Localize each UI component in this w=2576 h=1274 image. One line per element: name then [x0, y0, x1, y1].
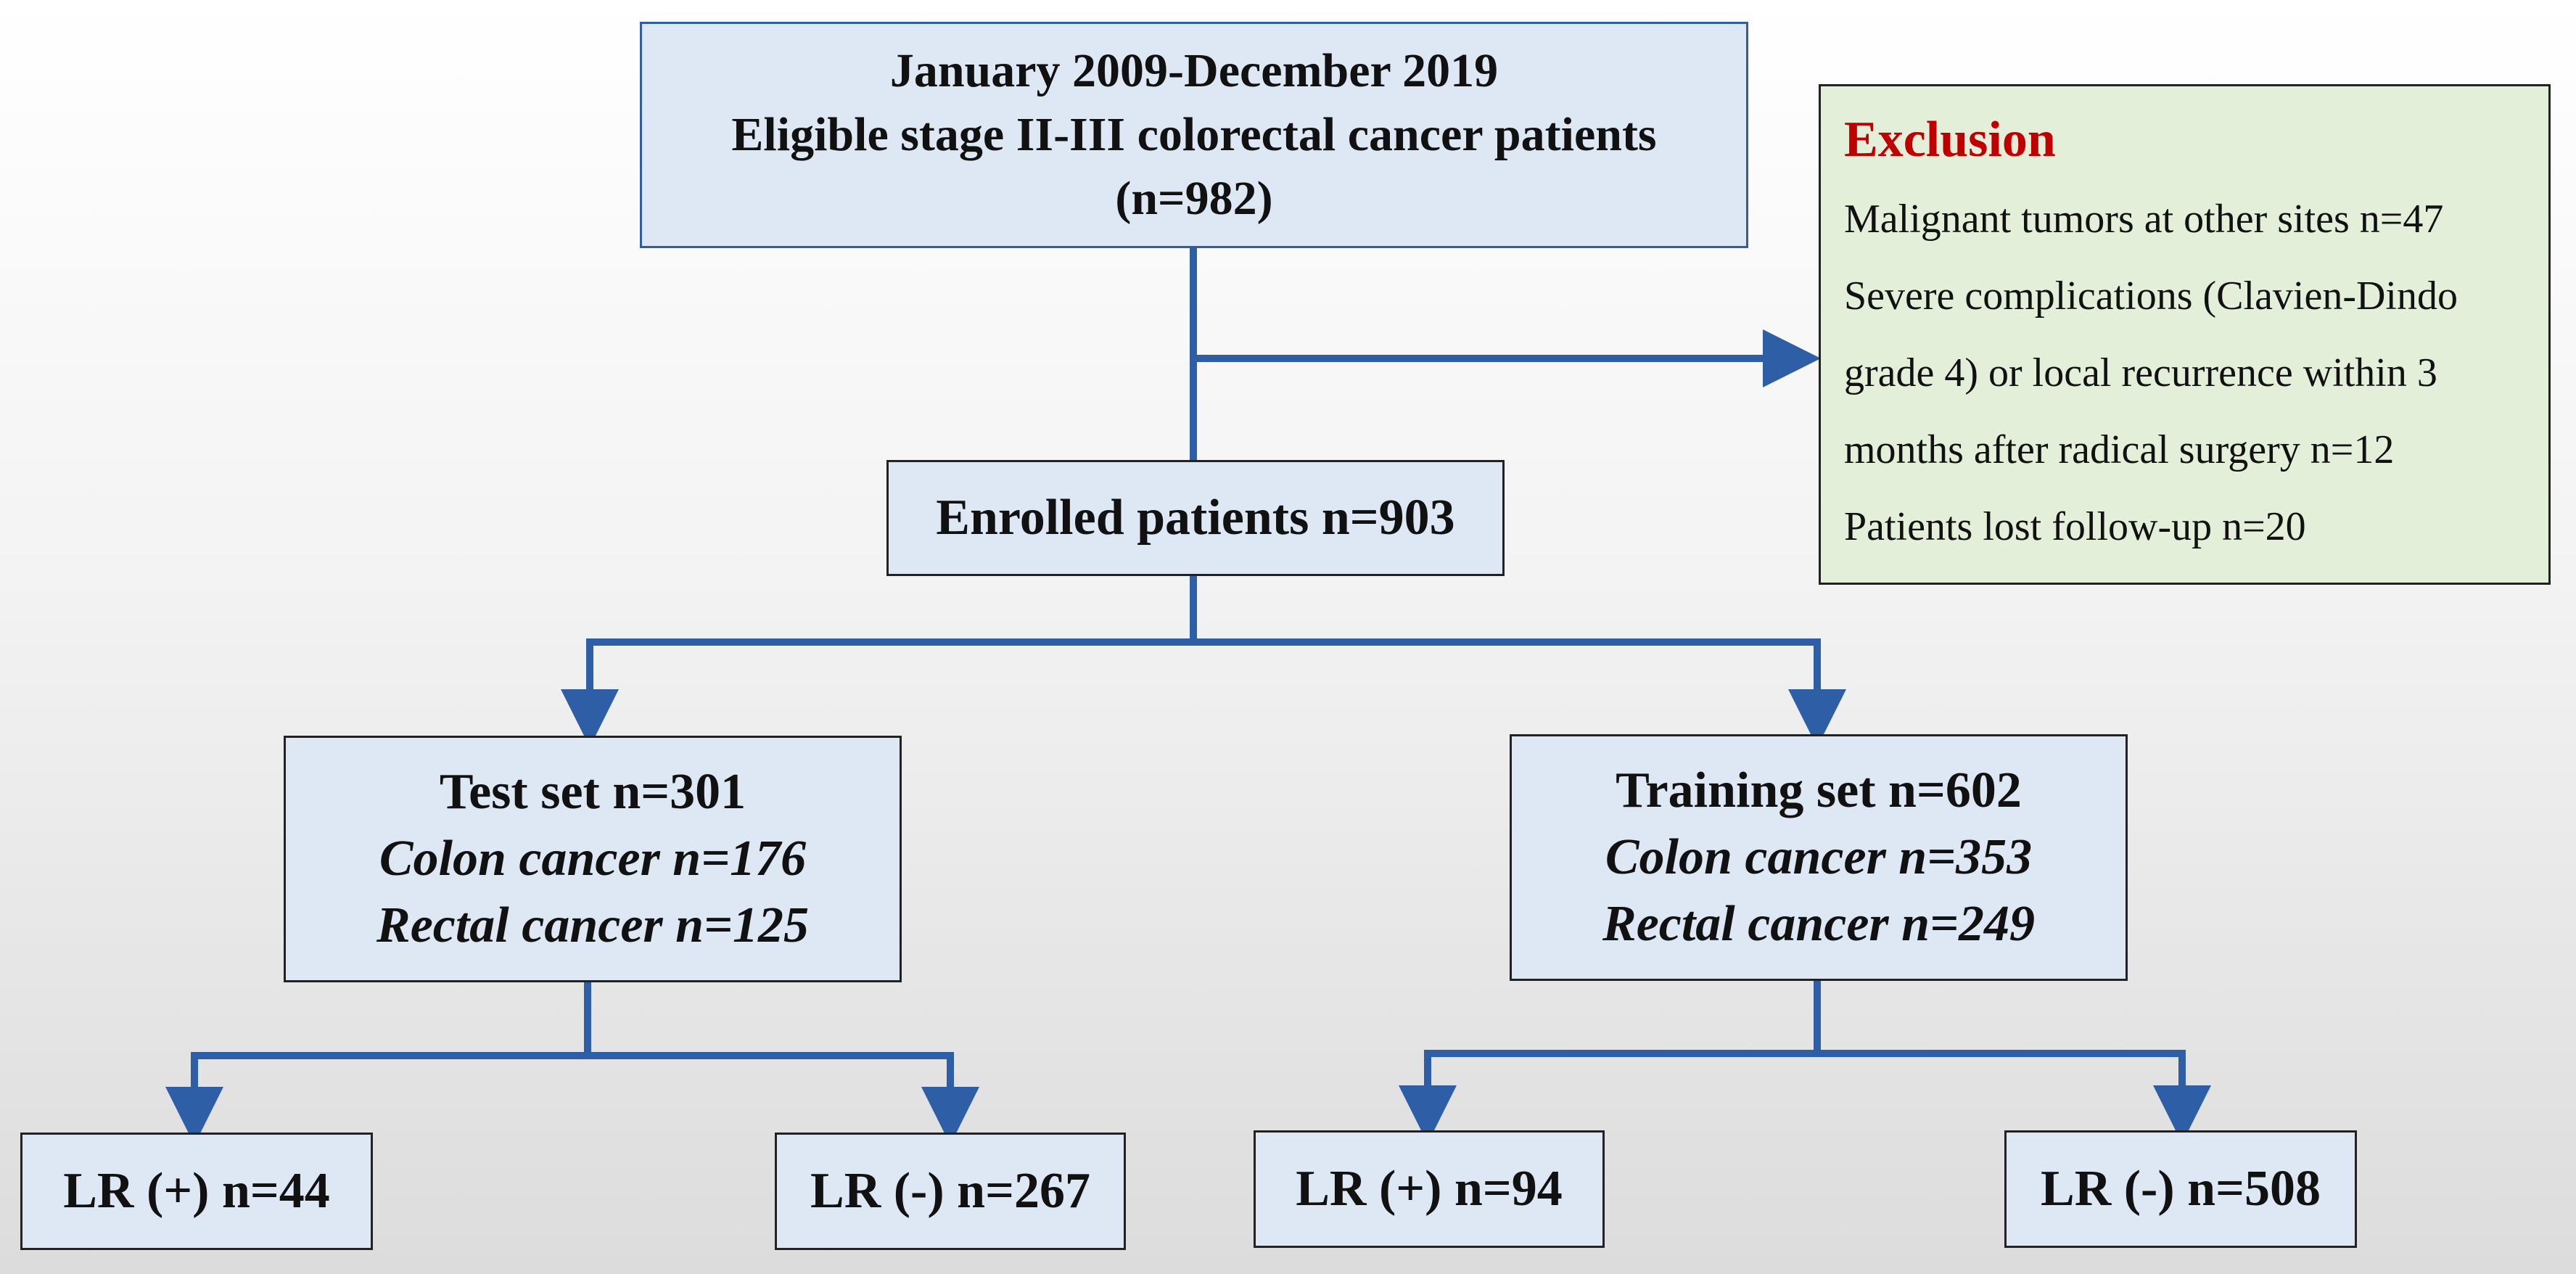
test-set-title: Test set n=301	[439, 764, 746, 820]
exclusion-item: months after radical surgery n=12	[1844, 427, 2395, 472]
test-colon-label: Colon cancer n=176	[379, 831, 807, 887]
eligible-patients-box: January 2009-December 2019 Eligible stag…	[640, 22, 1748, 248]
test-lr-negative-label: LR (-) n=267	[810, 1163, 1090, 1219]
exclusion-title: Exclusion	[1844, 112, 2056, 168]
enrolled-patients-box: Enrolled patients n=903	[886, 460, 1505, 576]
enrolled-patients-label: Enrolled patients n=903	[936, 490, 1455, 546]
test-rectal-label: Rectal cancer n=125	[376, 897, 809, 953]
training-colon-label: Colon cancer n=353	[1605, 829, 2033, 885]
exclusion-box: Exclusion Malignant tumors at other site…	[1819, 84, 2551, 585]
training-lr-positive-label: LR (+) n=94	[1296, 1161, 1563, 1217]
training-set-title: Training set n=602	[1616, 763, 2022, 818]
exclusion-item: Malignant tumors at other sites n=47	[1844, 197, 2444, 242]
test-set-box: Test set n=301 Colon cancer n=176 Rectal…	[284, 736, 902, 982]
training-lr-negative-label: LR (-) n=508	[2041, 1161, 2321, 1217]
training-rectal-label: Rectal cancer n=249	[1602, 896, 2035, 952]
training-lr-positive-box: LR (+) n=94	[1254, 1130, 1605, 1248]
test-lr-positive-box: LR (+) n=44	[20, 1133, 373, 1250]
training-lr-negative-box: LR (-) n=508	[2004, 1130, 2357, 1248]
date-range-label: January 2009-December 2019	[889, 44, 1499, 97]
test-lr-negative-box: LR (-) n=267	[775, 1133, 1126, 1250]
test-lr-positive-label: LR (+) n=44	[63, 1163, 330, 1219]
exclusion-item: Patients lost follow-up n=20	[1844, 504, 2306, 549]
exclusion-item: Severe complications (Clavien-Dindo	[1844, 274, 2458, 318]
eligible-patients-label: Eligible stage II-III colorectal cancer …	[731, 108, 1657, 161]
training-set-box: Training set n=602 Colon cancer n=353 Re…	[1510, 734, 2128, 981]
eligible-count-label: (n=982)	[1115, 172, 1273, 225]
exclusion-item: grade 4) or local recurrence within 3	[1844, 350, 2437, 395]
